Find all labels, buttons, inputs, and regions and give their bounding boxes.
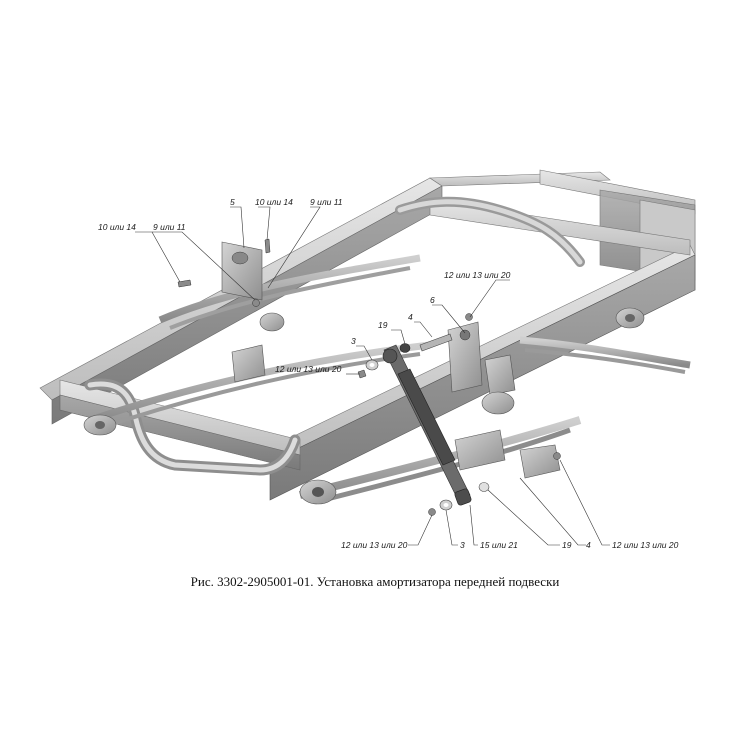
leader-lines [135,206,610,546]
callout-12-13-20-upper-right: 12 или 13 или 20 [444,270,511,280]
leaf-spring-far [158,254,421,330]
spring-eye-rear-right [615,307,645,329]
spring-eye-front-near [299,479,337,505]
washer-upper [365,359,379,371]
callout-3-upper: 3 [351,336,356,346]
frame-far-rail [39,171,611,425]
nut-lower-left [428,508,436,516]
pin-upper [419,333,453,352]
nut-lower-right [553,452,561,460]
callout-12-13-20-upper-left: 12 или 13 или 20 [275,364,342,374]
callout-labels: 5 10 или 14 9 или 11 10 или 14 9 или 11 … [98,197,679,550]
callout-19-lower: 19 [562,540,572,550]
figure-caption: Рис. 3302-2905001-01. Установка амортиза… [190,574,560,589]
stabilizer-bar-rear [395,196,585,267]
spring-pad-middle [231,344,266,383]
spring-pad-near [454,429,561,479]
stabilizer-bar-front [84,378,301,476]
bump-stop-near [481,354,516,415]
callout-19-upper: 19 [378,320,388,330]
callout-4-lower: 4 [586,540,591,550]
shock-absorber [382,344,472,506]
callout-15-or-21: 15 или 21 [480,540,518,550]
washer-lower [439,499,453,511]
leaf-spring-right [519,336,691,374]
spring-eye-front-left [83,414,117,436]
bump-stop-far [259,312,285,332]
bushing-lower [478,482,490,492]
bushing-upper [399,343,411,353]
callout-6: 6 [430,295,435,305]
callout-10-or-14-left: 10 или 14 [98,222,136,232]
callout-3-lower: 3 [460,540,465,550]
callout-12-13-20-lower-right: 12 или 13 или 20 [612,540,679,550]
callout-5: 5 [230,197,235,207]
callout-4-upper: 4 [408,312,413,322]
bolt-far-top [264,238,271,254]
callout-9-or-11-left: 9 или 11 [153,222,186,232]
nut-upper-left [357,369,367,379]
nut-far-bracket [252,299,260,307]
upper-bracket-far [221,241,263,301]
callout-10-or-14-top: 10 или 14 [255,197,293,207]
callout-9-or-11-top: 9 или 11 [310,197,343,207]
bolt-far-left [177,279,192,288]
nut-upper-right [465,313,473,321]
shock-bracket-near [447,321,483,393]
callout-12-13-20-lower-left: 12 или 13 или 20 [341,540,408,550]
